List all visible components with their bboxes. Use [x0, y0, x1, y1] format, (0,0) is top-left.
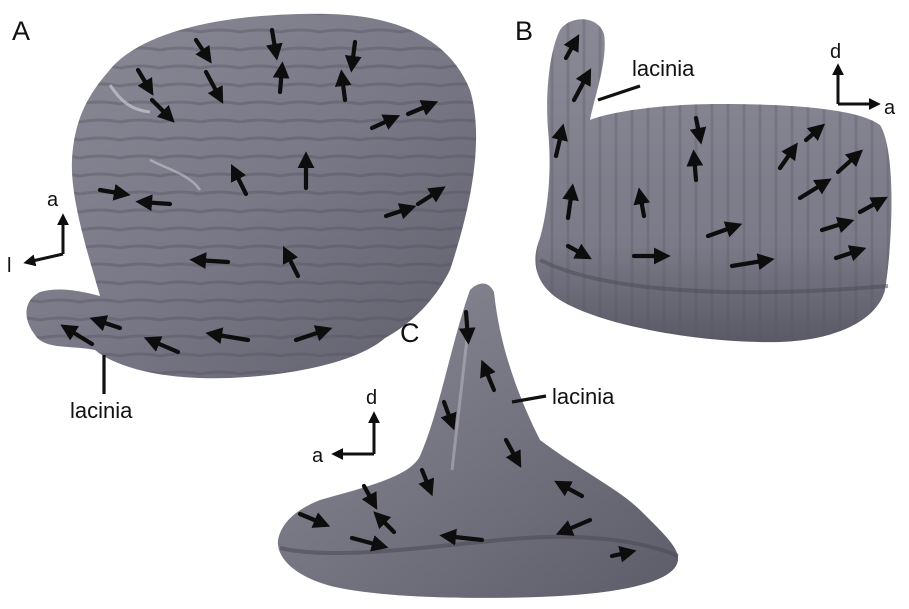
flow-arrow	[196, 260, 228, 262]
panel-c-axis: d a	[312, 387, 377, 467]
panel-b-axis: d a	[830, 41, 896, 119]
panel-a-axis: a l	[7, 189, 63, 277]
panel-b-surface	[535, 19, 891, 342]
panel-b-lacinia-label: lacinia	[632, 56, 695, 81]
flow-arrow	[694, 156, 696, 180]
panel-a-axis-side-label: l	[7, 255, 11, 277]
panel-b-axis-side-label: a	[884, 97, 896, 119]
panel-c-letter: C	[400, 318, 420, 348]
panel-b: B d	[515, 16, 896, 342]
flow-arrow	[142, 202, 170, 204]
panel-a-callout: lacinia	[70, 355, 133, 423]
panel-a-lacinia-label: lacinia	[70, 398, 133, 423]
panel-b-callout: lacinia	[598, 56, 695, 100]
flow-arrow	[466, 312, 468, 338]
panel-c-callout: lacinia	[512, 384, 615, 409]
panel-c-lacinia-label: lacinia	[552, 384, 615, 409]
flow-arrow	[342, 76, 345, 100]
panel-a-letter: A	[12, 16, 30, 46]
panel-a: A	[7, 14, 476, 423]
flow-arrow	[352, 42, 355, 66]
panel-c-axis-side-label: a	[312, 445, 324, 467]
panel-b-axis-up-label: d	[830, 41, 841, 63]
panel-b-letter: B	[515, 16, 533, 46]
panel-a-axis-up-label: a	[47, 189, 59, 211]
panel-c-axis-up-label: d	[366, 387, 377, 409]
flow-arrow	[280, 68, 282, 92]
